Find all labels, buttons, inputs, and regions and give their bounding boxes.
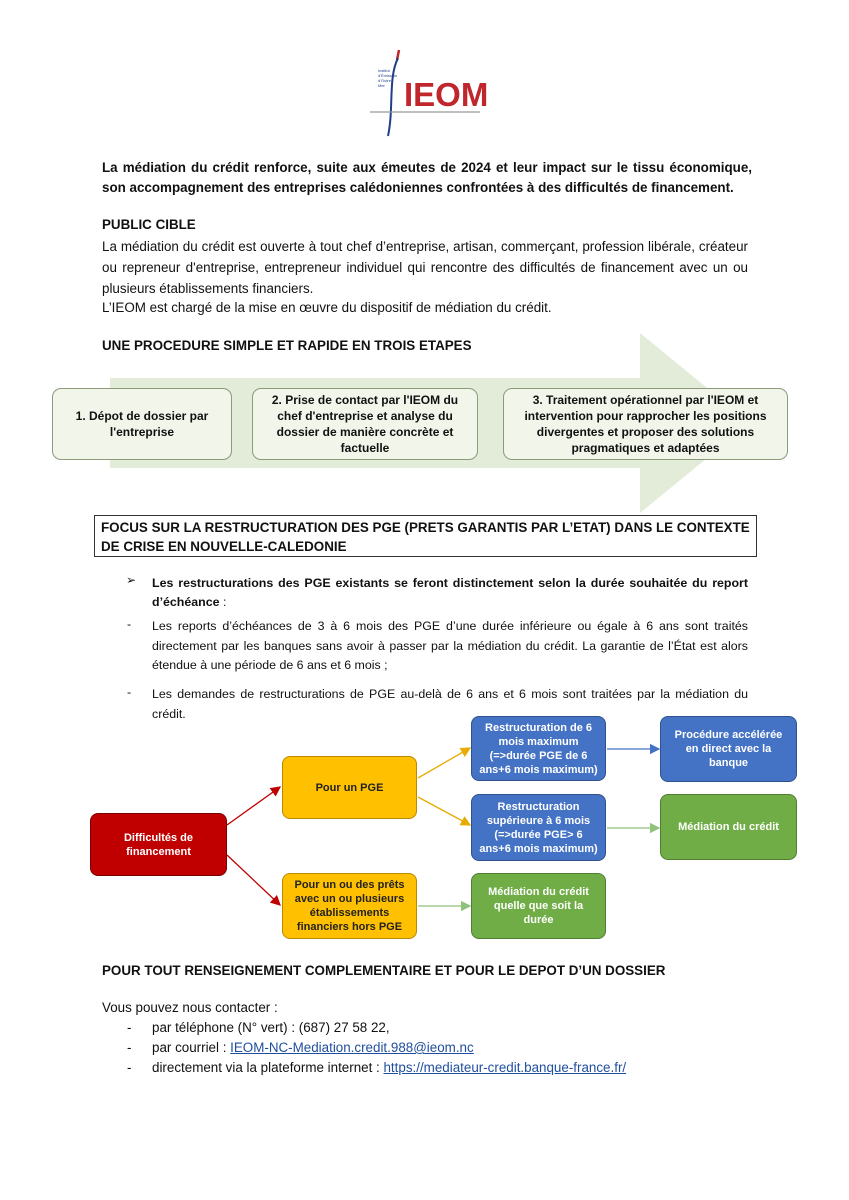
contact-heading: POUR TOUT RENSEIGNEMENT COMPLEMENTAIRE E… <box>102 963 666 978</box>
arrow-to-prets <box>226 854 281 906</box>
public-heading: PUBLIC CIBLE <box>102 217 196 232</box>
box-restructuration-sup: Restructuration supérieure à 6 mois (=>d… <box>471 794 606 861</box>
dash-2: - <box>127 685 132 699</box>
focus-bullet-bold: Les restructurations des PGE existants s… <box>152 576 748 609</box>
procedure-step-2: 2. Prise de contact par l'IEOM du chef d… <box>252 388 478 460</box>
arrow-bullet-icon: ➢ <box>126 573 137 587</box>
ieom-logo: Institut d'Émission d'Outre-Mer IEOM <box>368 48 488 140</box>
contact-web-label: directement via la plateforme internet : <box>152 1060 384 1075</box>
box-procedure-acceleree: Procédure accélérée en direct avec la ba… <box>660 716 797 782</box>
procedure-step-3: 3. Traitement opérationnel par l'IEOM et… <box>503 388 788 460</box>
arrow-to-pge <box>226 786 282 826</box>
focus-heading: FOCUS SUR LA RESTRUCTURATION DES PGE (PR… <box>101 520 750 554</box>
intro-paragraph: La médiation du crédit renforce, suite a… <box>102 160 752 195</box>
focus-item-1: Les reports d’échéances de 3 à 6 mois de… <box>152 619 748 672</box>
box-restructuration-6: Restructuration de 6 mois maximum (=>dur… <box>471 716 606 781</box>
arrow-to-restr-sup <box>417 796 472 826</box>
logo-text: IEOM <box>404 76 489 113</box>
dash-1: - <box>127 617 132 631</box>
focus-bullet: Les restructurations des PGE existants s… <box>152 574 748 612</box>
box-mediation: Médiation du crédit <box>660 794 797 860</box>
public-text-2: L’IEOM est chargé de la mise en œuvre du… <box>102 300 552 315</box>
procedure-heading: UNE PROCEDURE SIMPLE ET RAPIDE EN TROIS … <box>102 338 472 353</box>
dash-mail: - <box>127 1040 132 1055</box>
dash-web: - <box>127 1060 132 1075</box>
contact-web-line: directement via la plateforme internet :… <box>152 1058 626 1078</box>
contact-intro: Vous pouvez nous contacter : <box>102 1000 278 1015</box>
box-mediation-duree: Médiation du crédit quelle que soit la d… <box>471 873 606 939</box>
logo-small-text: Institut d'Émission d'Outre-Mer <box>378 68 398 88</box>
public-text: La médiation du crédit est ouverte à tou… <box>102 239 748 296</box>
focus-bullet-rest: : <box>219 595 227 609</box>
contact-mail-label: par courriel : <box>152 1040 231 1055</box>
contact-mail-link[interactable]: IEOM-NC-Mediation.credit.988@ieom.nc <box>230 1040 474 1055</box>
focus-item-2: Les demandes de restructurations de PGE … <box>152 687 748 721</box>
focus-heading-box: FOCUS SUR LA RESTRUCTURATION DES PGE (PR… <box>94 515 757 557</box>
procedure-step-1: 1. Dépot de dossier par l'entreprise <box>52 388 232 460</box>
arrow-to-restr6 <box>417 747 472 779</box>
contact-web-link[interactable]: https://mediateur-credit.banque-france.f… <box>383 1060 627 1075</box>
dash-phone: - <box>127 1020 132 1035</box>
logo-mark-icon <box>370 49 480 137</box>
box-pour-prets: Pour un ou des prêts avec un ou plusieur… <box>282 873 417 939</box>
contact-mail-line: par courriel : IEOM-NC-Mediation.credit.… <box>152 1038 474 1058</box>
box-difficultes: Difficultés de financement <box>90 813 227 876</box>
box-pour-pge: Pour un PGE <box>282 756 417 819</box>
contact-phone: par téléphone (N° vert) : (687) 27 58 22… <box>152 1020 390 1035</box>
